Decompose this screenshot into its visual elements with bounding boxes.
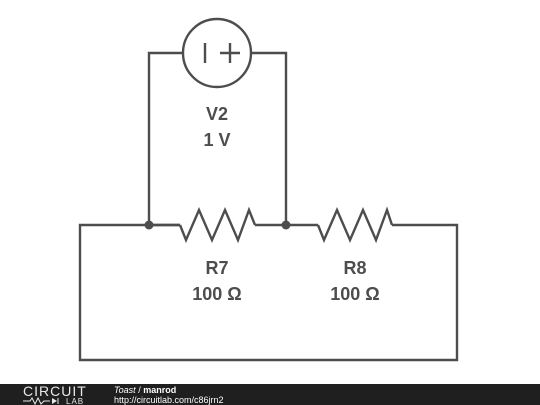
r8-name-label: R8 [343, 258, 366, 278]
resistor-r7 [178, 206, 257, 244]
voltage-source-v2 [181, 17, 253, 89]
author-name[interactable]: Toast [114, 385, 136, 395]
circuit-schematic: V2 1 V R7 100 Ω R8 100 Ω [78, 17, 459, 362]
source-value-label: 1 V [203, 130, 230, 150]
logo-text-bottom: LAB [66, 397, 84, 405]
r7-name-label: R7 [205, 258, 228, 278]
logo-diode-icon [52, 398, 57, 404]
logo-resistor-icon [23, 396, 50, 405]
circuitlab-logo[interactable]: CIRCUIT LAB [0, 384, 100, 405]
wire-source-right [252, 51, 288, 225]
footer-bar: CIRCUIT LAB Toast / manrod http://circui… [0, 384, 540, 405]
junction-node-left [144, 220, 154, 230]
resistor-r8 [316, 206, 394, 244]
credit-separator: / [135, 385, 144, 395]
project-name[interactable]: manrod [143, 385, 177, 395]
author-credit: Toast / manrod [114, 385, 176, 395]
r8-value-label: 100 Ω [330, 284, 379, 304]
wire-source-left [147, 51, 182, 225]
r7-value-label: 100 Ω [192, 284, 241, 304]
source-circle [181, 17, 253, 89]
junction-node-right [281, 220, 291, 230]
source-name-label: V2 [206, 104, 228, 124]
circuit-url-link[interactable]: http://circuitlab.com/c86jrn2 [114, 395, 224, 405]
logo-text-top: CIRCUIT [23, 384, 87, 399]
wire-outer-loop [78, 223, 459, 362]
